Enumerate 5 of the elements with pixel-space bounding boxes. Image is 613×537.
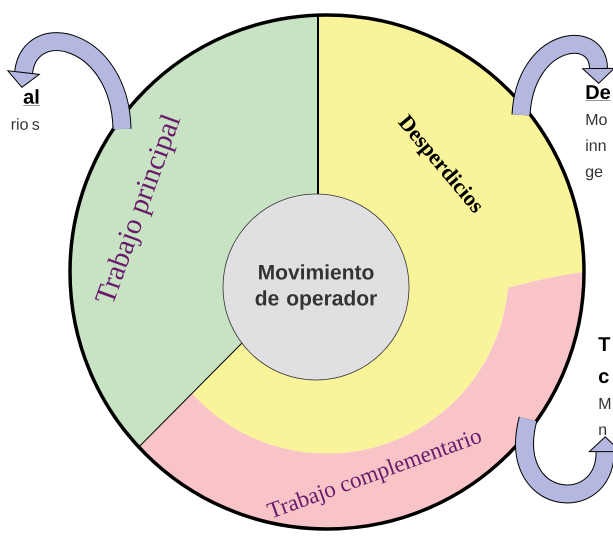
curved-arrow <box>512 35 613 116</box>
description-text: al rio s <box>12 89 40 130</box>
description-text: T c M n <box>598 337 610 435</box>
curved-arrow <box>515 417 613 504</box>
description-text: De Mo inn ge <box>585 85 611 180</box>
